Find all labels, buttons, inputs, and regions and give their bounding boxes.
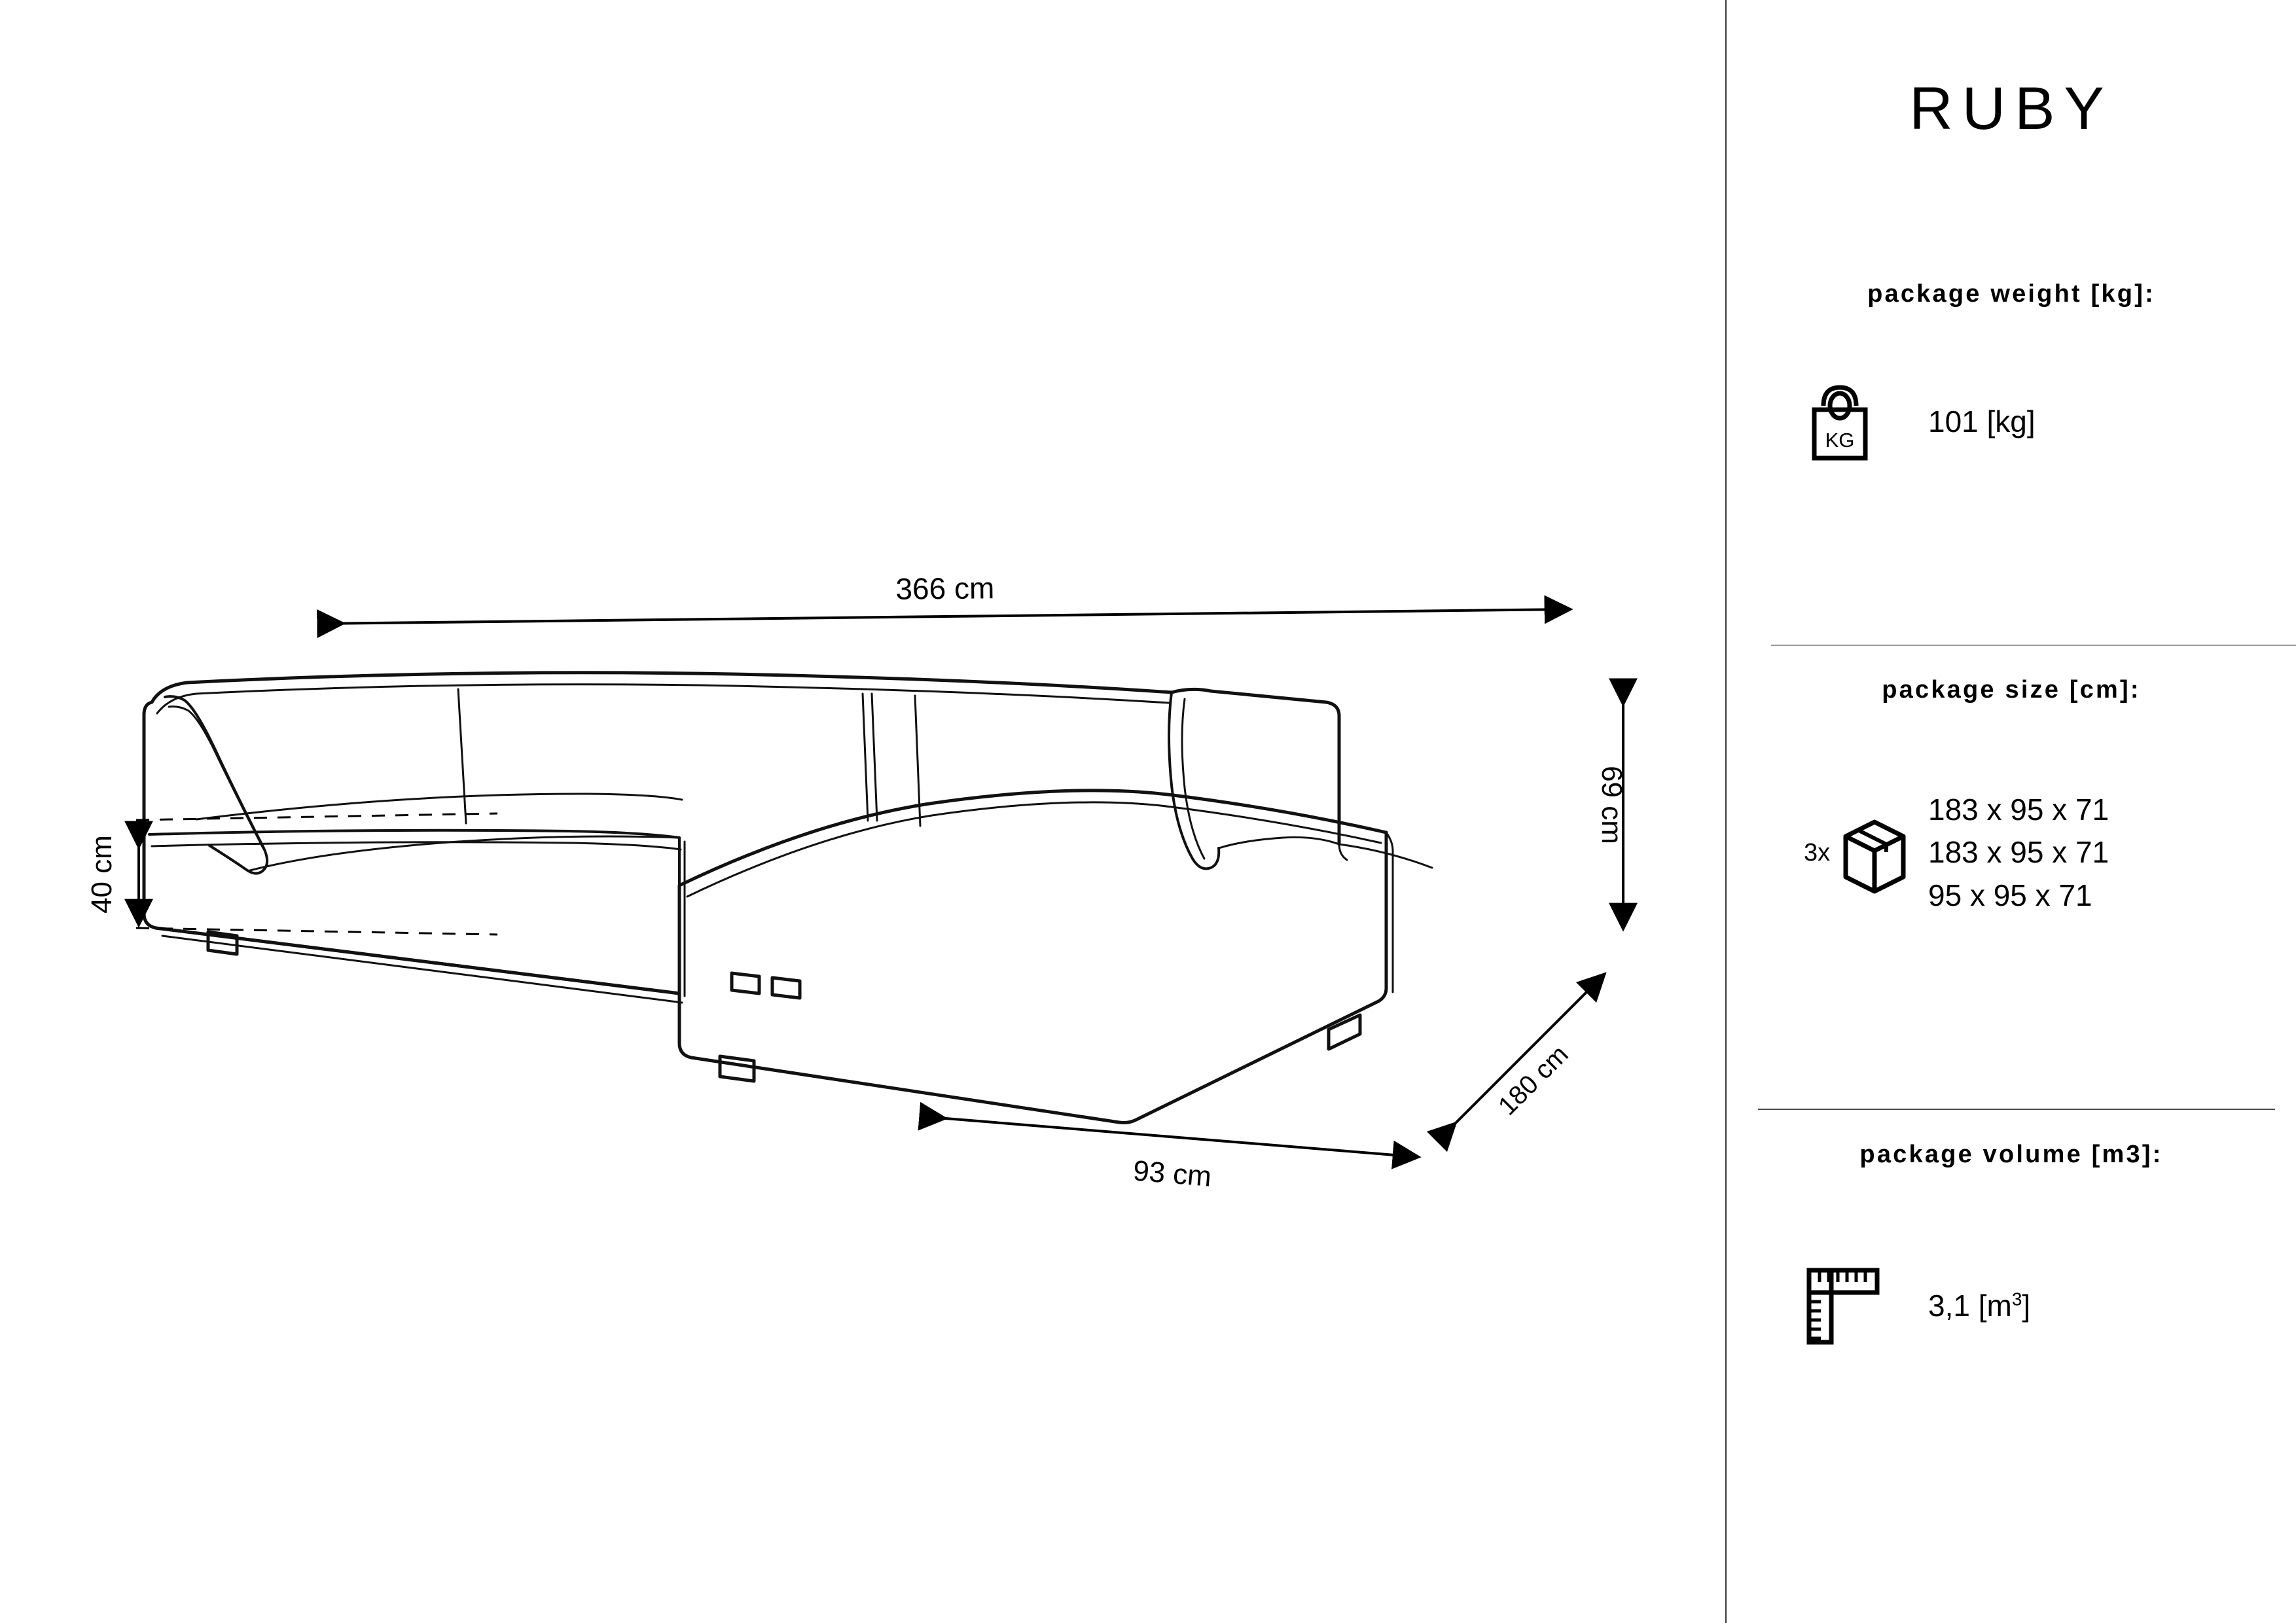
weight-icon-slot: KG	[1804, 380, 1928, 465]
chaise-width-arrow-line	[918, 1101, 1422, 1169]
chaise-foot-right	[1327, 1013, 1362, 1051]
package-weight-heading: package weight [kg]:	[1867, 280, 2155, 308]
package-size-value-1: 183 x 95 x 71	[1928, 793, 2109, 827]
back-seam-2b	[870, 692, 878, 822]
weight-bag-icon: KG	[1812, 385, 1868, 461]
volume-icon-slot	[1804, 1265, 1928, 1347]
left-armrest-inner-2	[168, 705, 264, 849]
left-armrest-seat-join	[249, 835, 681, 872]
chaise-seat-top	[677, 789, 1388, 887]
dimension-label-40: 40 cm	[86, 835, 118, 914]
package-weight-body: KG 101 [kg]	[1727, 380, 2296, 465]
dimension-label-366: 366 cm	[895, 571, 994, 606]
sofa-base-bottom	[154, 926, 681, 995]
dimension-label-180: 180 cm	[1493, 1040, 1574, 1121]
technical-drawing-area: 366 cm 40 cm 69 cm 93 cm 1	[86, 571, 1638, 1193]
right-armrest-inner-curve-2	[1181, 698, 1206, 860]
sofa-technical-drawing: 366 cm 40 cm 69 cm 93 cm 1	[86, 571, 1638, 1193]
section-separator-2	[1758, 1109, 2275, 1110]
back-seam-2	[861, 692, 869, 822]
package-volume-body: 3,1 [m3]	[1727, 1265, 2296, 1347]
panel-divider	[1725, 0, 1727, 1623]
dimension-chaise-width-93: 93 cm	[918, 1101, 1422, 1193]
right-armrest-outer	[1170, 687, 1341, 846]
sofa-seat-front-edge	[148, 829, 681, 839]
right-back-corner	[1338, 843, 1433, 869]
sofa-foot-3	[770, 976, 802, 1000]
right-armrest-inner-curve	[1168, 691, 1221, 870]
package-size-body: 3x 183 x 95 x 71 183 x	[1727, 789, 2296, 917]
dimension-total-height-69: 69 cm	[1596, 678, 1638, 932]
package-volume-number: 3,1 [m	[1928, 1289, 2012, 1323]
dimension-depth-180: 180 cm	[1426, 972, 1607, 1152]
carton-box-icon	[1843, 819, 1906, 894]
sofa-base-front-lower	[161, 935, 683, 1004]
back-seam-1	[457, 688, 467, 825]
package-volume-heading: package volume [m3]:	[1859, 1141, 2163, 1168]
sofa-seat-top-surface	[195, 793, 683, 821]
chaise-seat-seam	[686, 801, 1382, 898]
package-size-value-2: 183 x 95 x 71	[1928, 835, 2109, 870]
sofa-base-block	[142, 700, 681, 995]
ruler-square-icon	[1806, 1268, 1880, 1345]
section-separator-1	[1771, 645, 2296, 646]
weight-icon-text: KG	[1825, 429, 1855, 452]
sofa-seat-front-seam	[151, 841, 682, 851]
left-armrest-inner	[164, 695, 269, 875]
dimension-width-366: 366 cm	[317, 571, 1573, 639]
right-armrest-face	[1217, 836, 1340, 849]
package-volume-value: 3,1 [m3]	[1928, 1285, 2030, 1327]
dimension-label-93: 93 cm	[1132, 1154, 1212, 1192]
sofa-back-top	[150, 671, 1174, 704]
chaise-front-right-edge	[1385, 831, 1394, 993]
package-size-heading: package size [cm]:	[1882, 676, 2141, 704]
sofa-foot-2	[730, 971, 761, 995]
specification-panel: RUBY package weight [kg]: KG 101 [kg] pa…	[1727, 0, 2296, 1623]
back-seam-3	[914, 694, 922, 827]
sofa-illustration	[142, 671, 1433, 1124]
chaise-foot-left	[718, 1054, 756, 1083]
depth-arrow-line	[1426, 972, 1607, 1152]
page-title: RUBY	[1909, 75, 2113, 142]
dimension-seat-height-40: 40 cm	[86, 812, 498, 936]
package-weight-value: 101 [kg]	[1928, 404, 2036, 439]
section-package-size: package size [cm]: 3x	[1727, 677, 2296, 917]
section-package-weight: package weight [kg]: KG 101 [kg]	[1727, 281, 2296, 465]
seat-height-extension-top	[135, 812, 498, 821]
sofa-back-top-inner	[156, 683, 1170, 715]
package-quantity-label: 3x	[1804, 838, 1831, 866]
width-arrow-line	[317, 595, 1573, 639]
section-package-volume: package volume [m3]:	[1727, 1142, 2296, 1347]
dimension-label-69: 69 cm	[1596, 766, 1628, 844]
package-size-values: 183 x 95 x 71 183 x 95 x 71 95 x 95 x 71	[1928, 789, 2109, 917]
size-icon-slot: 3x	[1804, 812, 1928, 894]
package-volume-exponent: 3	[2011, 1289, 2022, 1310]
chaise-module	[677, 830, 1388, 1124]
sofa-foot-1	[206, 930, 239, 956]
package-size-value-3: 95 x 95 x 71	[1928, 878, 2092, 912]
package-volume-tail: ]	[2022, 1289, 2031, 1323]
